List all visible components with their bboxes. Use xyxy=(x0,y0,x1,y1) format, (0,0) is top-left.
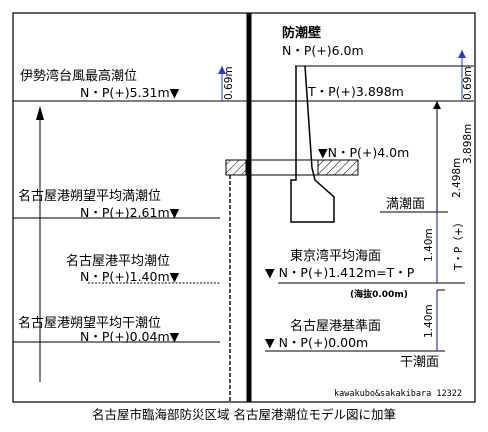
high-tide-face-label: 満潮面 xyxy=(386,197,425,212)
spring-low-value: N・P(+)0.04m▼ xyxy=(80,329,180,344)
dim-right-069: 0.69m xyxy=(462,66,474,100)
dim-right-2498: 2.498m xyxy=(451,158,463,198)
arrow-left-head xyxy=(36,106,44,120)
mean-name: 名古屋港平均潮位 xyxy=(66,253,170,269)
tokyo-mean-name: 東京湾平均海面 xyxy=(290,248,381,264)
dim-left-069-head xyxy=(218,66,226,74)
typhoon-name: 伊勢湾台風最高潮位 xyxy=(20,68,137,84)
seawall-name: 防潮壁 xyxy=(282,25,321,41)
credit: kawakubo&sakakibara 12322 xyxy=(334,389,462,399)
dim-right-tp: T・P（+） xyxy=(453,217,465,271)
seawall-outline xyxy=(290,65,335,223)
tokyo-mean-note: (海抜0.00m) xyxy=(350,288,408,300)
base-block-right xyxy=(317,159,359,176)
dim-right-140-lower-text: 1.40m xyxy=(423,304,435,338)
tokyo-mean-value: ▼ N・P(+)1.412m=T・P xyxy=(265,265,415,280)
caption: 名古屋市臨海部防災区域 名古屋港潮位モデル図に加筆 xyxy=(92,407,396,422)
wall-base-level: ▼N・P(+)4.0m xyxy=(318,145,409,160)
diagram-frame xyxy=(12,12,476,403)
mean-value: N・P(+)1.40m▼ xyxy=(80,269,180,284)
tp-level: T・P(+)3.898m xyxy=(307,84,404,99)
spring-high-name: 名古屋港朔望平均満潮位 xyxy=(18,188,161,204)
dim-right-140-upper-text: 1.40m xyxy=(423,228,435,262)
datum-value: ▼ N・P(+)0.00m xyxy=(265,335,368,350)
spring-high-value: N・P(+)2.61m▼ xyxy=(80,205,180,220)
seawall-value: N・P(+)6.0m xyxy=(282,43,364,58)
spring-low-name: 名古屋港朔望平均干潮位 xyxy=(18,315,161,331)
dim-right-tp-head xyxy=(433,101,441,109)
datum-name: 名古屋港基準面 xyxy=(290,318,381,334)
low-tide-face-label: 干潮面 xyxy=(400,355,439,370)
dim-right-3898: 3.898m xyxy=(462,124,474,164)
typhoon-value: N・P(+)5.31m▼ xyxy=(80,85,180,100)
dim-right-069-head xyxy=(458,50,466,58)
base-block-left xyxy=(225,159,247,176)
dim-left-069: 0.69m xyxy=(223,66,235,100)
